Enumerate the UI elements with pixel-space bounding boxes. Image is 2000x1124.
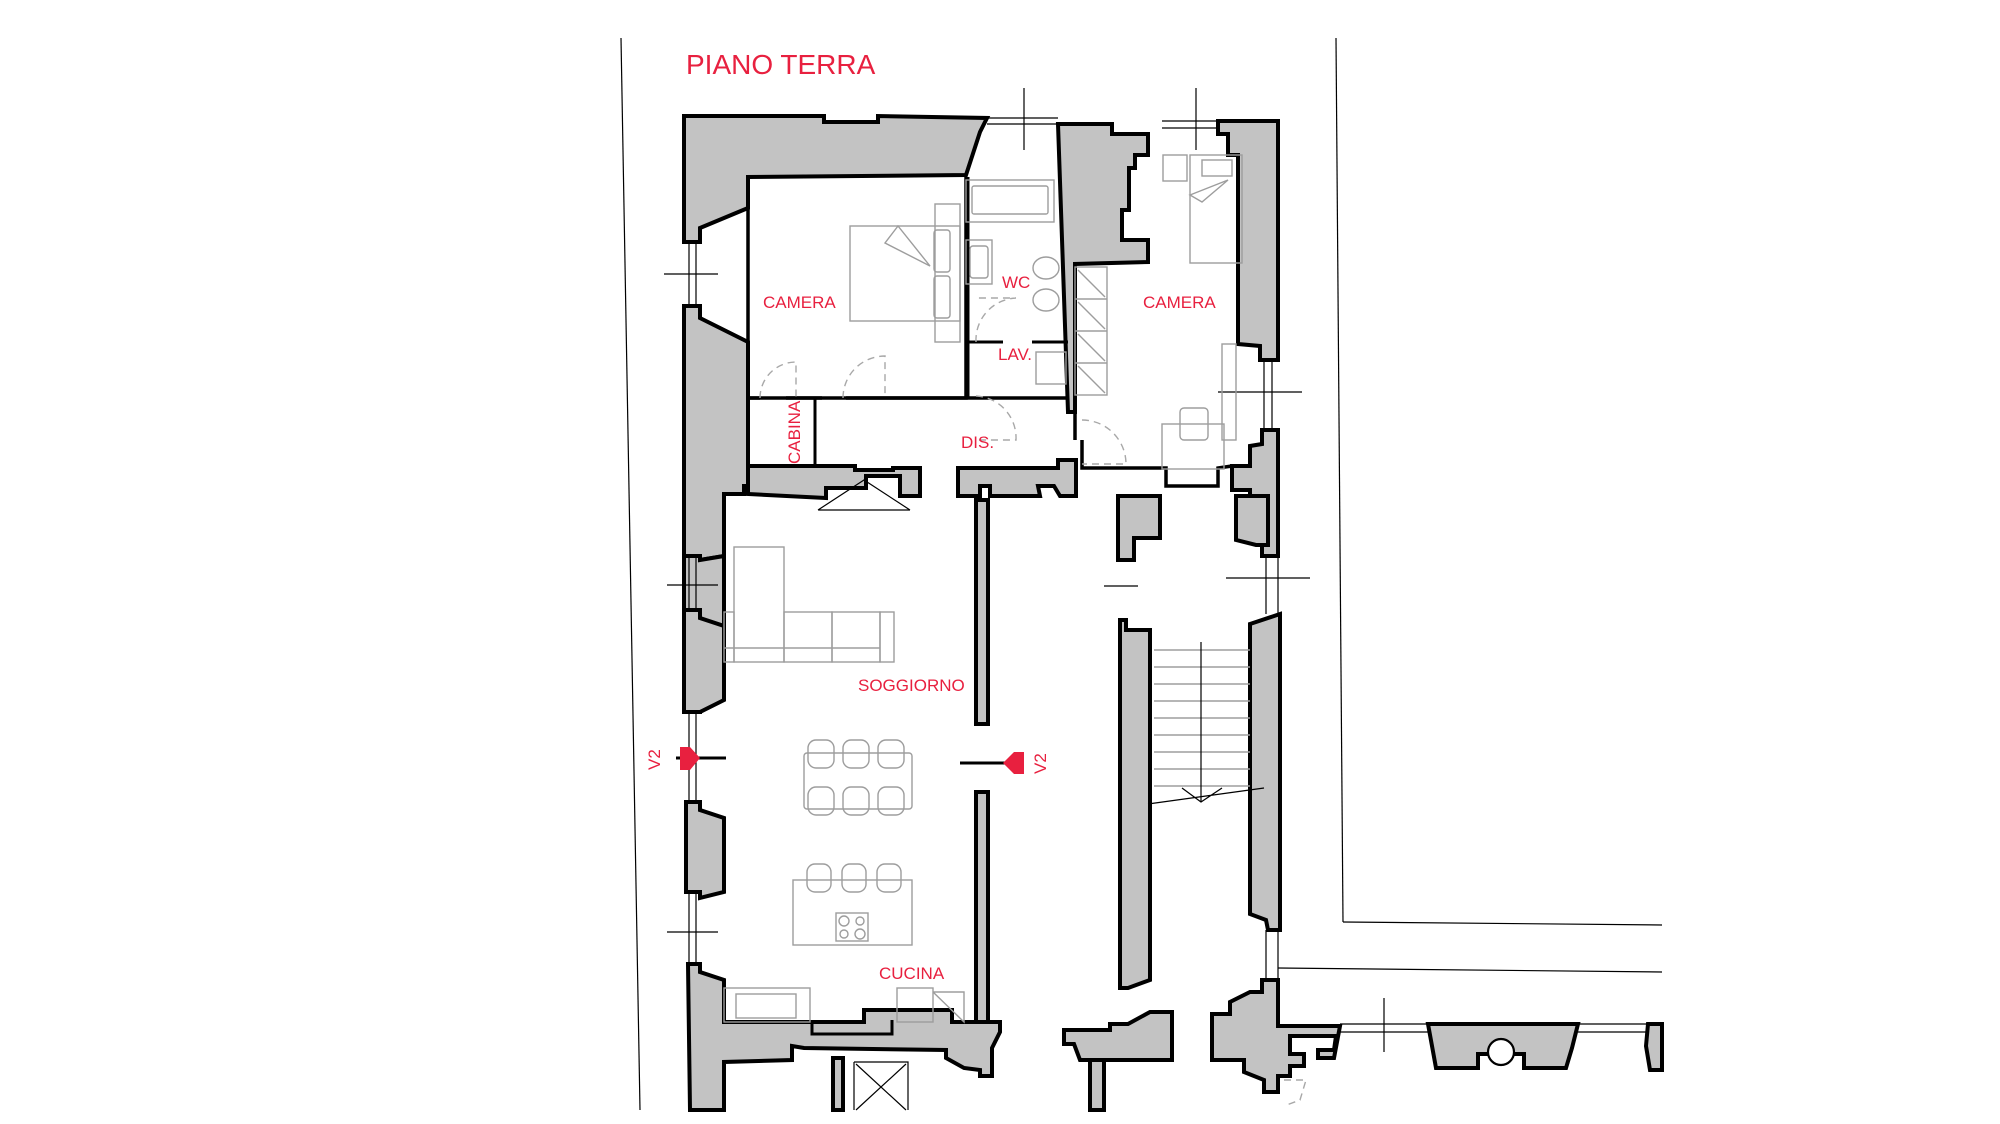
boundary-lines xyxy=(620,37,1663,1111)
section-marker-label-right: V2 xyxy=(1031,753,1050,774)
room-label-camera-right: CAMERA xyxy=(1143,293,1216,312)
section-marker-right: V2 xyxy=(960,752,1050,774)
room-label-cucina: CUCINA xyxy=(879,964,945,983)
kitchen-island xyxy=(792,863,913,946)
staircase xyxy=(1147,642,1265,805)
room-label-dis: DIS. xyxy=(961,433,994,452)
section-marker-left: V2 xyxy=(645,747,726,770)
double-bed xyxy=(849,225,961,322)
dining-table xyxy=(803,739,913,816)
sofa xyxy=(723,546,895,663)
furniture xyxy=(723,154,1243,1024)
floor-title: PIANO TERRA xyxy=(686,49,876,80)
doors xyxy=(759,297,1307,1107)
walls xyxy=(682,113,1664,1112)
room-labels: CAMERA WC CAMERA LAV. CABINA DIS. SOGGIO… xyxy=(763,273,1216,983)
windows-and-partitions xyxy=(664,88,1648,1052)
room-label-cabina: CABINA xyxy=(785,400,804,464)
room-label-lav: LAV. xyxy=(998,345,1032,364)
room-label-wc: WC xyxy=(1002,273,1030,292)
section-marker-label-left: V2 xyxy=(645,749,664,770)
room-label-soggiorno: SOGGIORNO xyxy=(858,676,965,695)
room-label-camera-left: CAMERA xyxy=(763,293,836,312)
